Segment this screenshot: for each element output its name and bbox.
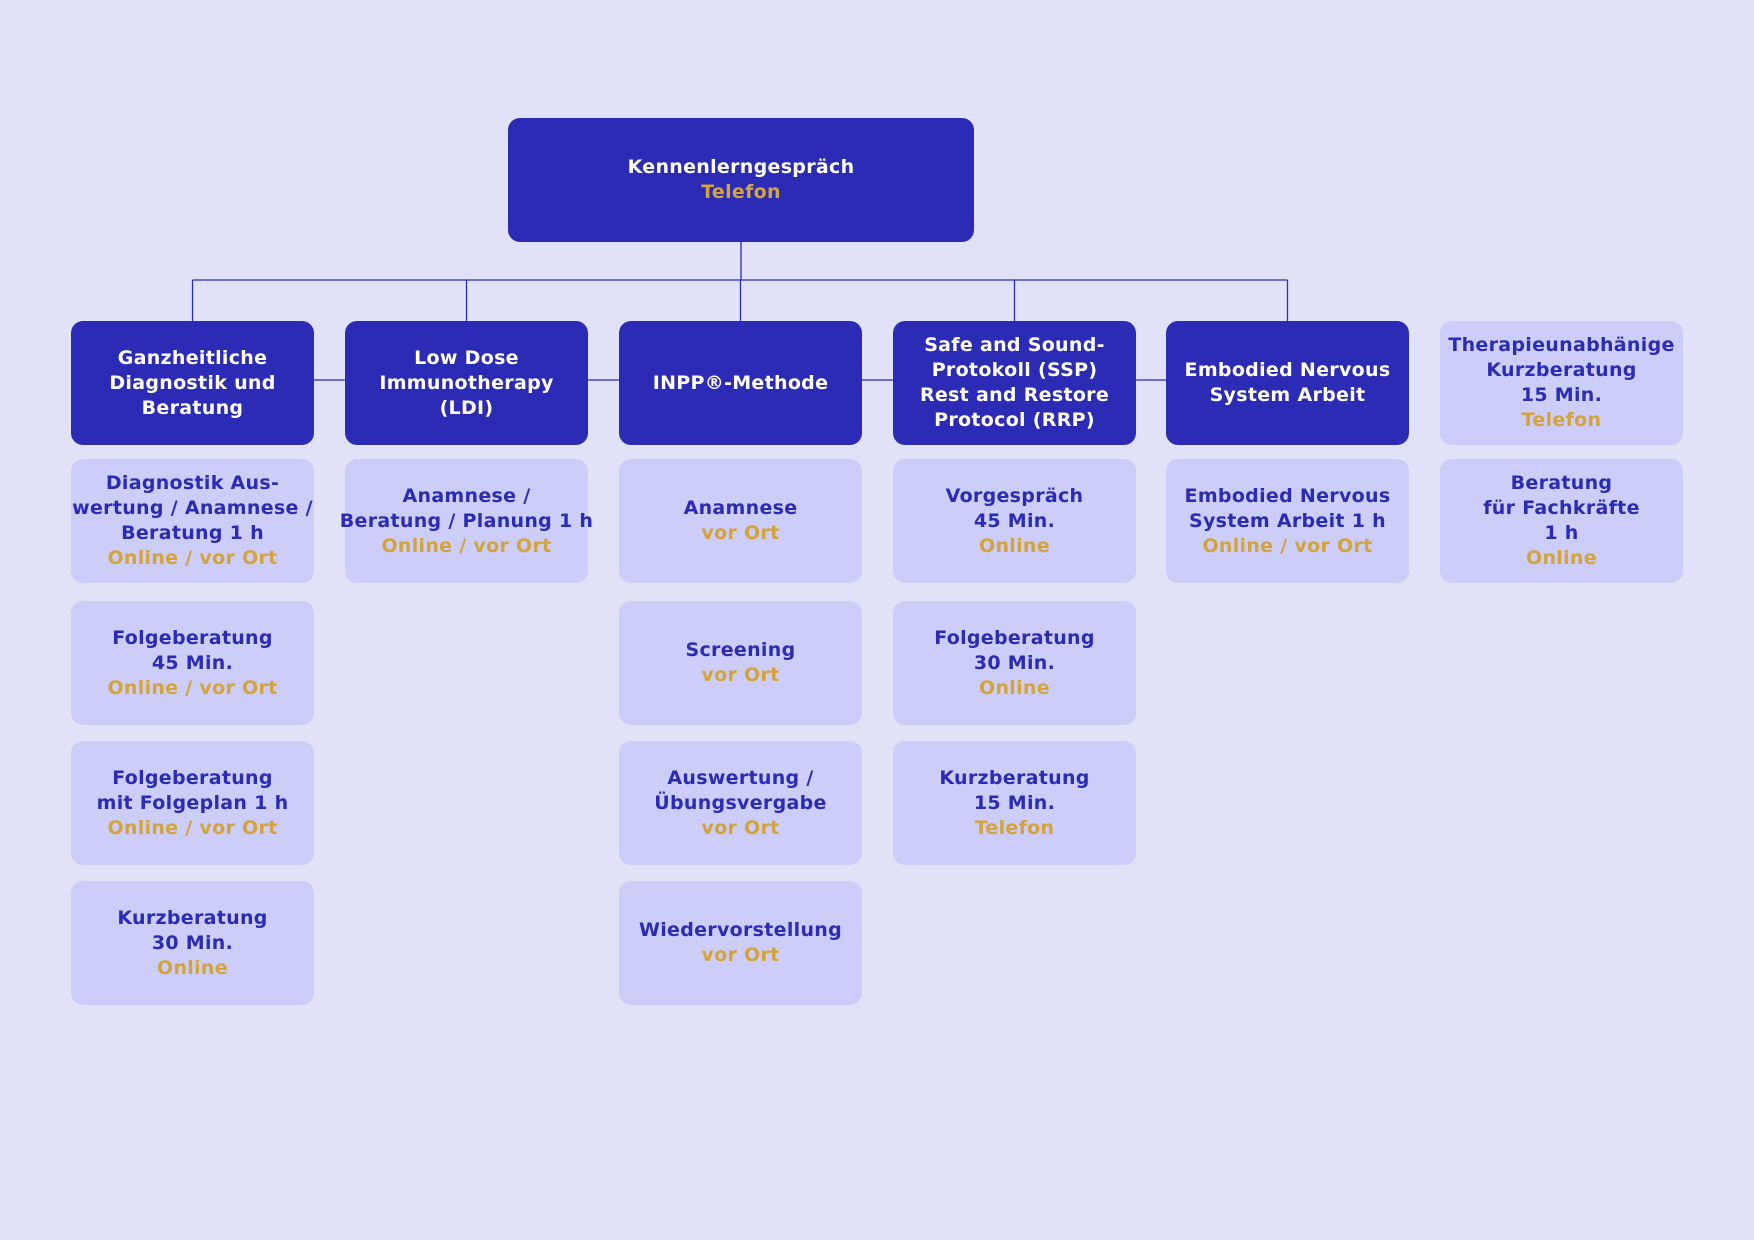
column-1-item-1: Diagnostik Aus-wertung / Anamnese / Berat… bbox=[71, 459, 314, 583]
column-6-item-1-channel: Online bbox=[1526, 547, 1597, 569]
column-header-4-line: Safe and Sound- bbox=[924, 334, 1105, 356]
column-3-item-4-channel: vor Ort bbox=[701, 944, 780, 966]
column-1-item-1-line: wertung / Anamnese / bbox=[72, 497, 313, 519]
root-node-kennenlerngespraech: Kennenlerngespräch Telefon bbox=[508, 118, 974, 242]
column-6-item-1-line: 1 h bbox=[1544, 522, 1579, 544]
column-4-item-1-channel: Online bbox=[979, 534, 1050, 557]
column-4-item-1-line: 45 Min. bbox=[973, 509, 1056, 532]
column-3-item-1: Anamnese vor Ort bbox=[619, 459, 862, 583]
column-1-item-3-channel: Online / vor Ort bbox=[107, 816, 278, 839]
column-1-item-2-channel: Online / vor Ort bbox=[107, 676, 278, 699]
column-2-item-1-channel: Online / vor Ort bbox=[381, 534, 552, 557]
column-header-4-line: Rest and Restore bbox=[919, 384, 1110, 406]
column-header-4: Safe and Sound- Protokoll (SSP) Rest and R… bbox=[893, 321, 1136, 445]
column-2-item-1-line: Beratung / Planung 1 h bbox=[339, 509, 594, 532]
column-5-item-1-line: System Arbeit 1 h bbox=[1189, 509, 1386, 532]
column-header-5-line: Embodied Nervous bbox=[1184, 359, 1391, 381]
root-node-channel: Telefon bbox=[701, 181, 781, 203]
column-header-3: INPP®-Methode bbox=[619, 321, 862, 445]
column-header-1-line: Ganzheitliche bbox=[117, 346, 268, 369]
column-header-2-line: (LDI) bbox=[439, 396, 494, 419]
column-4-item-3-line: 15 Min. bbox=[973, 791, 1056, 814]
column-header-4-line: Protokoll (SSP) bbox=[931, 359, 1098, 381]
column-1-item-4-line: 30 Min. bbox=[151, 931, 234, 954]
column-1-item-2-line: 45 Min. bbox=[151, 651, 234, 674]
column-4-item-3-channel: Telefon bbox=[974, 816, 1055, 839]
column-header-2-line: Low Dose bbox=[414, 346, 519, 369]
column-3-item-3-line: Auswertung / bbox=[667, 766, 814, 789]
column-5-item-1-channel: Online / vor Ort bbox=[1202, 534, 1373, 557]
root-node-title: Kennenlerngespräch bbox=[627, 156, 855, 178]
column-1-item-1-channel: Online / vor Ort bbox=[107, 547, 278, 569]
column-1-item-4-channel: Online bbox=[157, 956, 228, 979]
column-3-item-3-channel: vor Ort bbox=[701, 816, 780, 839]
column-header-1-line: Beratung bbox=[141, 396, 244, 419]
column-1-item-3-line: Folgeberatung bbox=[112, 766, 273, 789]
column-header-5-line: System Arbeit bbox=[1209, 384, 1366, 406]
column-3-item-2: Screening vor Ort bbox=[619, 601, 862, 725]
column-4-item-2-channel: Online bbox=[979, 676, 1050, 699]
column-header-6-line: 15 Min. bbox=[1520, 384, 1603, 406]
column-1-item-1-line: Beratung 1 h bbox=[121, 522, 264, 544]
column-3-item-1-channel: vor Ort bbox=[701, 522, 780, 544]
column-3-item-1-line: Anamnese bbox=[683, 497, 798, 519]
column-2-item-1-line: Anamnese / bbox=[402, 484, 531, 507]
column-header-2-line: Immunotherapy bbox=[379, 371, 554, 394]
column-1-item-1-line: Diagnostik Aus- bbox=[105, 472, 280, 494]
column-header-3-line: INPP®-Methode bbox=[652, 371, 829, 394]
column-6-item-1-line: Beratung bbox=[1510, 472, 1613, 494]
column-1-item-3-line: mit Folgeplan 1 h bbox=[96, 791, 289, 814]
column-1-item-4-line: Kurzberatung bbox=[117, 906, 268, 929]
column-3-item-4-line: Wiedervorstellung bbox=[638, 919, 843, 941]
column-1-item-2-line: Folgeberatung bbox=[112, 626, 273, 649]
column-5-item-1-line: Embodied Nervous bbox=[1184, 484, 1391, 507]
column-3-item-2-channel: vor Ort bbox=[701, 664, 780, 686]
column-3-item-4: Wiedervorstellung vor Ort bbox=[619, 881, 862, 1005]
column-6-item-1-line: für Fachkräfte bbox=[1483, 497, 1640, 519]
column-header-4-line: Protocol (RRP) bbox=[934, 409, 1095, 431]
column-4-item-2-line: 30 Min. bbox=[973, 651, 1056, 674]
column-6-item-1: Beratung für Fachkräfte 1 h Online bbox=[1440, 459, 1683, 583]
column-3-item-2-line: Screening bbox=[685, 639, 796, 661]
column-header-6-channel: Telefon bbox=[1521, 409, 1602, 431]
column-4-item-1-line: Vorgespräch bbox=[945, 484, 1084, 507]
column-header-6-line: Therapieunabhänige bbox=[1448, 334, 1675, 356]
column-3-item-3-line: Übungsvergabe bbox=[654, 791, 827, 814]
column-4-item-3-line: Kurzberatung bbox=[939, 766, 1090, 789]
column-4-item-2-line: Folgeberatung bbox=[934, 626, 1095, 649]
column-header-1-line: Diagnostik und bbox=[109, 371, 276, 394]
column-header-6-line: Kurzberatung bbox=[1486, 359, 1637, 381]
